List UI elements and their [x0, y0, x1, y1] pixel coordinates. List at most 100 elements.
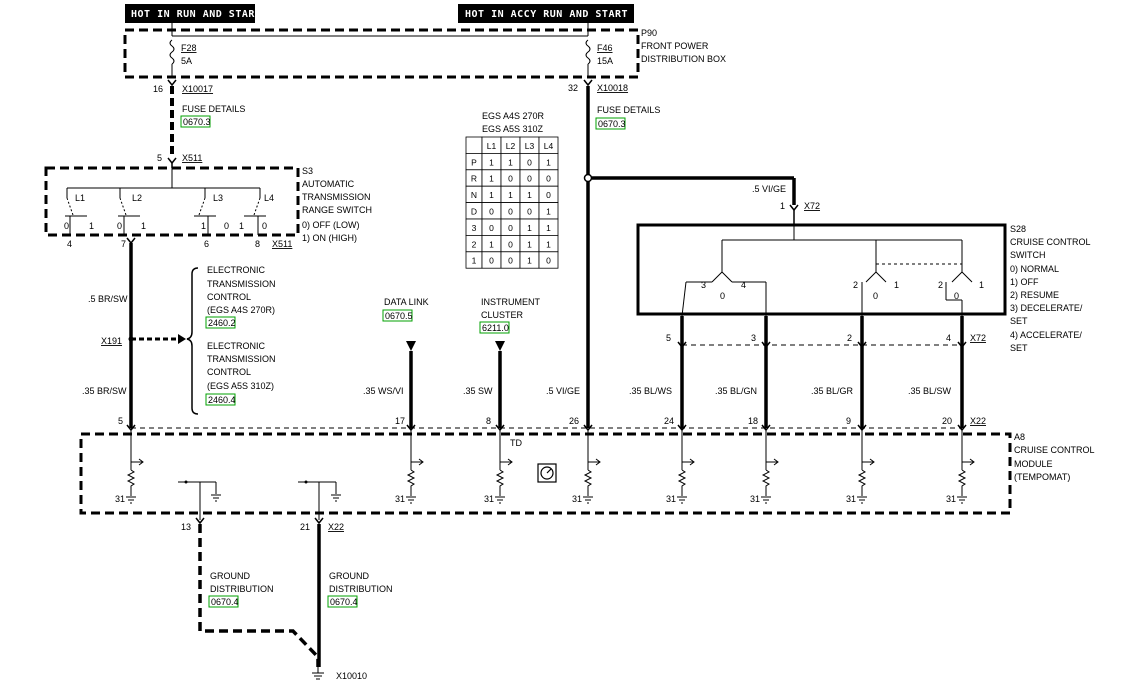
egs-table-cell: 1 — [546, 207, 551, 217]
a8-top-pin: 26 — [569, 416, 579, 426]
header-left-text: HOT IN RUN AND START — [131, 9, 261, 20]
svg-text:2: 2 — [853, 280, 858, 290]
a8-top-pin: 9 — [846, 416, 851, 426]
egs-a-line4: (EGS A4S 270R) — [207, 305, 275, 315]
egs-table-title2: EGS A5S 310Z — [482, 124, 544, 134]
s28-line2: SWITCH — [1010, 250, 1046, 260]
svg-text:1: 1 — [894, 280, 899, 290]
egs-table-cell: 1 — [508, 157, 513, 167]
cruise-control-symbol-icon — [537, 463, 557, 483]
wire-br-sw-35-label: .35 BR/SW — [82, 386, 127, 396]
egs-table-cell: D — [471, 207, 477, 217]
datalink-ref: 0670.5 — [385, 311, 413, 321]
cluster-arrow-icon — [495, 341, 505, 351]
pullup-resistor-icon — [677, 469, 687, 496]
s3-pin-7: 7 — [121, 239, 126, 249]
wire-bl-gn-label: .35 BL/GN — [715, 386, 757, 396]
egs-table-cell: 1 — [546, 157, 551, 167]
s28-state-0: 0) NORMAL — [1010, 264, 1059, 274]
egs-table-header-cell: L2 — [506, 141, 516, 151]
egs-table-cell: 1 — [508, 190, 513, 200]
x511-label: X511 — [182, 153, 202, 163]
egs-table-cell: 1 — [472, 256, 477, 266]
ground-left-line1: GROUND — [210, 571, 250, 581]
a8-top-pin: 8 — [486, 416, 491, 426]
s28-state-2: 2) RESUME — [1010, 290, 1059, 300]
egs-a-line2: TRANSMISSION — [207, 279, 276, 289]
s28-state-3: 3) DECELERATE/ — [1010, 303, 1083, 313]
a8-line1: CRUISE CONTROL — [1014, 445, 1095, 455]
svg-text:1: 1 — [979, 280, 984, 290]
x72-mid-label: X72 — [970, 333, 986, 343]
s3-pin-6: 6 — [204, 239, 209, 249]
svg-text:0: 0 — [873, 291, 878, 301]
egs-table-cell: 0 — [508, 256, 513, 266]
a8-pin-13: 13 — [181, 522, 191, 532]
egs-table-header-cell: L4 — [544, 141, 554, 151]
a8-td-label: TD — [510, 438, 522, 448]
a8-top-pin: 24 — [664, 416, 674, 426]
ground-x10010-icon — [312, 667, 324, 680]
egs-table-cell: 1 — [546, 223, 551, 233]
pullup-resistor-icon — [957, 469, 967, 496]
a8-top-pin: 18 — [748, 416, 758, 426]
egs-table-cell: 1 — [489, 157, 494, 167]
s3-l1-label: L1 — [75, 193, 85, 203]
pullup-resistor-icon — [126, 469, 136, 496]
fuse-details-right-ref: 0670.3 — [598, 119, 626, 129]
fuse-details-left-ref: 0670.3 — [183, 117, 211, 127]
a8-top-pin: 5 — [118, 416, 123, 426]
egs-table-cell: 0 — [489, 223, 494, 233]
egs-table-cell: 0 — [546, 190, 551, 200]
x10017-label: X10017 — [182, 84, 213, 94]
s3-pin-8: 8 — [255, 239, 260, 249]
x511-pin: 5 — [157, 153, 162, 163]
egs-table-cell: 1 — [527, 190, 532, 200]
fuse-f46-id: F46 — [597, 43, 613, 53]
egs-a-line1: ELECTRONIC — [207, 265, 266, 275]
pullup-resistor-icon — [495, 469, 505, 496]
egs-table-cell: 0 — [489, 207, 494, 217]
egs-b-ref: 2460.4 — [208, 395, 236, 405]
ground-right-line1: GROUND — [329, 571, 369, 581]
datalink-label: DATA LINK — [384, 297, 429, 307]
egs-table-header-cell: L3 — [525, 141, 535, 151]
s28-pin-3: 3 — [751, 333, 756, 343]
x191-label: X191 — [101, 336, 122, 346]
egs-b-line2: TRANSMISSION — [207, 354, 276, 364]
a8-ground-label: 31 — [750, 494, 760, 504]
egs-b-line3: CONTROL — [207, 367, 251, 377]
s3-line2: TRANSMISSION — [302, 192, 371, 202]
s3-id: S3 — [302, 166, 313, 176]
egs-table-cell: 3 — [472, 223, 477, 233]
wire-bl-ws-label: .35 BL/WS — [629, 386, 672, 396]
s3-switch-l2 — [118, 188, 140, 235]
a8-line2: MODULE — [1014, 459, 1053, 469]
fuse-f28-icon — [169, 39, 175, 65]
svg-text:2: 2 — [938, 280, 943, 290]
s3-state0: 0) OFF (LOW) — [302, 220, 360, 230]
a8-ground-label: 31 — [946, 494, 956, 504]
header-right-text: HOT IN ACCY RUN AND START — [465, 9, 628, 20]
wire-br-sw-label: .5 BR/SW — [88, 294, 128, 304]
s3-l4-label: L4 — [264, 193, 274, 203]
wire-bl-sw-label: .35 BL/SW — [908, 386, 952, 396]
egs-table-cell: 1 — [527, 223, 532, 233]
s3-switch-l3 — [194, 188, 216, 235]
x511-b-label: X511 — [272, 239, 292, 249]
egs-table-cell: 0 — [489, 256, 494, 266]
egs-a-ref: 2460.2 — [208, 318, 236, 328]
egs-b-line4: (EGS A5S 310Z) — [207, 381, 274, 391]
s3-switch-l1 — [65, 188, 87, 235]
svg-text:1: 1 — [141, 221, 146, 231]
egs-b-line1: ELECTRONIC — [207, 341, 266, 351]
wire-ws-vi-label: .35 WS/VI — [363, 386, 404, 396]
cluster-line2: CLUSTER — [481, 310, 524, 320]
fuse-f28-rating: 5A — [181, 56, 192, 66]
svg-text:1: 1 — [201, 221, 206, 231]
egs-table-cell: 1 — [546, 239, 551, 249]
x22-mid-label: X22 — [970, 416, 986, 426]
egs-table-cell: 0 — [527, 207, 532, 217]
